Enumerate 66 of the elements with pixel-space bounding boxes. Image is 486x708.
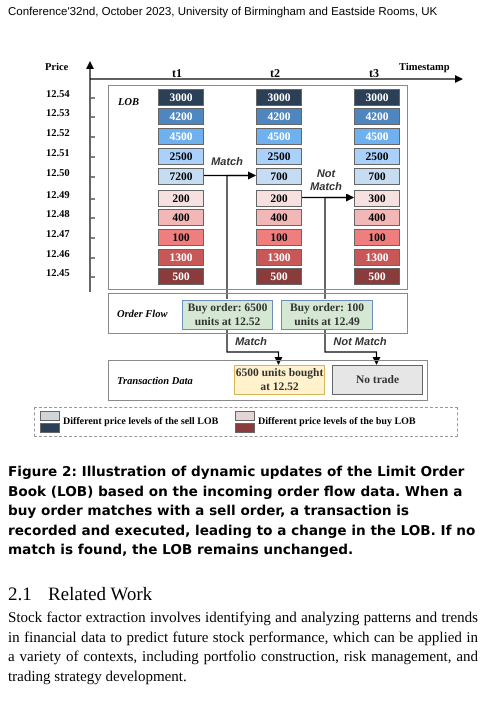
order-book-level: 2500 <box>256 148 302 165</box>
order-book-level: 1300 <box>354 249 400 266</box>
order-book-level: 1300 <box>256 249 302 266</box>
order-book-level: 2500 <box>158 148 204 165</box>
order-book-level: 4200 <box>354 108 400 125</box>
price-tick-label: 12.51 <box>46 148 70 159</box>
time-label: t3 <box>369 66 379 81</box>
price-tick-label: 12.52 <box>46 128 70 139</box>
time-label: t2 <box>270 66 280 81</box>
connector-arrow <box>324 194 354 299</box>
price-tick-label: 12.48 <box>46 209 70 220</box>
section-heading: Related Work <box>48 584 152 606</box>
order-book-level: 700 <box>256 168 302 185</box>
order-book-level: 4200 <box>158 108 204 125</box>
order-book-level: 100 <box>256 229 302 246</box>
order-box: Buy order: 6500 units at 12.52 <box>182 300 273 330</box>
order-book-level: 400 <box>256 209 302 226</box>
order-book-level: 300 <box>354 190 400 207</box>
price-tick-label: 12.49 <box>46 190 70 201</box>
order-book-level: 4500 <box>256 128 302 145</box>
order-book-level: 100 <box>354 229 400 246</box>
order-book-level: 3000 <box>158 89 204 106</box>
order-book-level: 200 <box>158 190 204 207</box>
no-trade-box: No trade <box>332 365 423 395</box>
panel-title: Order Flow <box>117 309 168 320</box>
figure-caption: Figure 2: Illustration of dynamic updates of the Limit Order Book (LOB) based on the incoming order flow data. When a buy order matches with a sell order, a transaction is recorded and executed, leading to a change in the LOB. If no match is found, the LOB remains unchanged. <box>8 463 476 560</box>
transaction-box: 6500 units bought at 12.52 <box>234 365 325 395</box>
order-book-level: 400 <box>158 209 204 226</box>
section-number: 2.1 <box>8 584 32 606</box>
panel-title: Transaction Data <box>117 376 193 387</box>
panel-frame <box>108 85 408 290</box>
time-label: t1 <box>172 66 182 81</box>
legend-label: Different price levels of the buy LOB <box>258 416 416 427</box>
order-book-level: 7200 <box>158 168 204 185</box>
price-tick-label: 12.54 <box>46 89 70 100</box>
legend-label: Different price levels of the sell LOB <box>63 416 218 427</box>
connector-arrow <box>226 329 282 365</box>
order-book-level: 4500 <box>354 128 400 145</box>
running-header: Conference'32nd, October 2023, University of Birmingham and Eastside Rooms, UK <box>8 6 438 18</box>
order-book-level: 2500 <box>354 148 400 165</box>
price-tick-label: 12.45 <box>46 268 70 279</box>
price-tick-label: 12.46 <box>46 249 70 260</box>
panel-frame <box>108 360 428 401</box>
connector-arrow <box>324 329 380 365</box>
price-tick-label: 12.53 <box>46 108 70 119</box>
order-book-level: 4200 <box>256 108 302 125</box>
order-box: Buy order: 100 units at 12.49 <box>281 300 373 330</box>
order-book-level: 3000 <box>354 89 400 106</box>
connector-arrow <box>226 172 256 299</box>
axis-title: Price <box>45 62 68 73</box>
panel-title: LOB <box>118 97 139 108</box>
order-book-level: 4500 <box>158 128 204 145</box>
body-paragraph: Stock factor extraction involves identifying and analyzing patterns and trends in financial data to predict future stock performance, which can be applied in a variety of contexts, including portfolio construction, risk management, and trading strategy development. <box>8 609 478 686</box>
order-book-level: 700 <box>354 168 400 185</box>
order-book-level: 1300 <box>158 249 204 266</box>
order-book-level: 500 <box>256 268 302 285</box>
price-tick-label: 12.50 <box>46 168 70 179</box>
order-book-level: 400 <box>354 209 400 226</box>
axis-title: Timestamp <box>399 62 450 73</box>
panel-frame <box>108 293 408 334</box>
order-book-level: 3000 <box>256 89 302 106</box>
order-book-level: 500 <box>354 268 400 285</box>
price-tick-label: 12.47 <box>46 229 70 240</box>
order-book-level: 200 <box>256 190 302 207</box>
order-book-level: 100 <box>158 229 204 246</box>
order-book-level: 500 <box>158 268 204 285</box>
